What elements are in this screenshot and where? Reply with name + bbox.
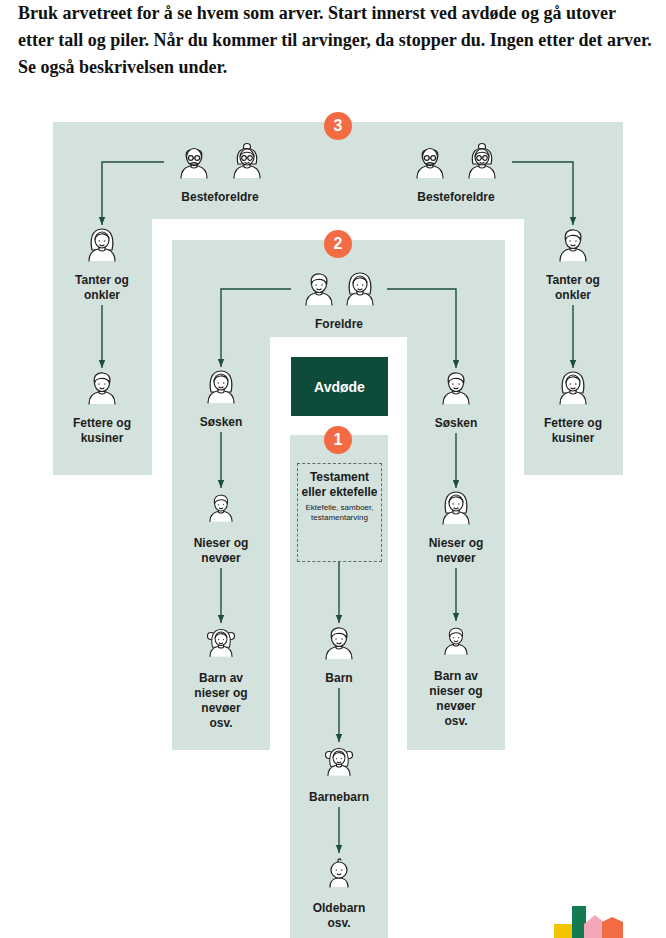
logo-part — [572, 906, 586, 938]
step-number: 2 — [324, 230, 352, 258]
person-icon — [326, 748, 353, 775]
node-label: Søsken — [186, 415, 256, 430]
node-label: Nieser og nevøer — [190, 536, 252, 566]
band: 1Testament eller ektefelleEktefelle, sam… — [290, 435, 388, 938]
person-node: Besteforeldre — [164, 142, 276, 207]
step-number: 3 — [324, 112, 352, 140]
person-node: Barn av nieser og nevøer osv. — [423, 621, 489, 731]
node-label: Testament eller ektefelle — [301, 470, 378, 500]
band-fill — [290, 435, 388, 938]
node-note: Ektefelle, samboer, testamentarving — [301, 503, 378, 523]
node-label: Søsken — [421, 416, 491, 431]
node-label: Barn — [304, 671, 374, 686]
node-label: Barn av nieser og nevøer osv. — [191, 671, 251, 731]
step-number: 1 — [324, 426, 352, 454]
arrow-connector — [220, 568, 221, 623]
arrow-connector — [101, 305, 102, 368]
node-label: Foreldre — [304, 317, 374, 332]
node-label: Fettere og kusiner — [71, 416, 133, 446]
person-node: Nieser og nevøer — [422, 488, 490, 568]
logo-part — [554, 924, 572, 938]
person-node: Oldebarn osv. — [306, 853, 372, 933]
person-node: Tanter og onkler — [68, 225, 136, 305]
person-node: Barn — [301, 623, 377, 688]
person-icon — [347, 273, 373, 305]
person-node: Foreldre — [291, 269, 387, 334]
person-node: Tanter og onkler — [539, 225, 607, 305]
person-node: Besteforeldre — [400, 142, 512, 207]
band-fill — [172, 240, 505, 750]
node-label: Fettere og kusiner — [542, 416, 604, 446]
person-node: Søsken — [418, 368, 494, 433]
deceased-box: Avdøde — [291, 357, 388, 416]
testament-box: Testament eller ektefelleEktefelle, samb… — [297, 463, 382, 562]
arrow-connector — [338, 688, 339, 742]
logo — [554, 906, 623, 938]
person-icon — [208, 371, 234, 403]
arrow-connector — [338, 562, 339, 623]
heading: Bruk arvetreet for å se hvem som arver. … — [18, 0, 654, 81]
person-icon — [208, 629, 235, 656]
node-label: Besteforeldre — [411, 190, 501, 205]
person-icon — [89, 229, 115, 261]
person-node: Søsken — [183, 367, 259, 432]
person-node: Fettere og kusiner — [68, 368, 136, 448]
arrow-connector — [338, 807, 339, 853]
arrow-connector — [220, 432, 221, 488]
node-label: Nieser og nevøer — [425, 536, 487, 566]
person-node: Fettere og kusiner — [539, 368, 607, 448]
person-node: Barn av nieser og nevøer osv. — [188, 623, 254, 733]
logo-part — [602, 917, 623, 938]
node-label: Barn av nieser og nevøer osv. — [426, 669, 486, 729]
band: 3BesteforeldreBesteforeldreTanter og onk… — [53, 122, 623, 475]
arrow-connector — [572, 305, 573, 368]
person-icon — [443, 492, 469, 524]
arrow-connector — [455, 568, 456, 621]
heading-box: Bruk arvetreet for å se hvem som arver. … — [18, 0, 654, 81]
node-label: Oldebarn osv. — [309, 901, 369, 931]
arrow-connector — [455, 433, 456, 488]
node-label: Tanter og onkler — [542, 273, 604, 303]
node-label: Avdøde — [314, 379, 365, 395]
person-icon — [560, 372, 586, 404]
person-node: Barnebarn — [296, 742, 382, 807]
band-shape — [53, 122, 623, 475]
node-label: Besteforeldre — [175, 190, 265, 205]
person-node: Nieser og nevøer — [187, 488, 255, 568]
node-label: Barnebarn — [299, 790, 379, 805]
node-label: Tanter og onkler — [71, 273, 133, 303]
